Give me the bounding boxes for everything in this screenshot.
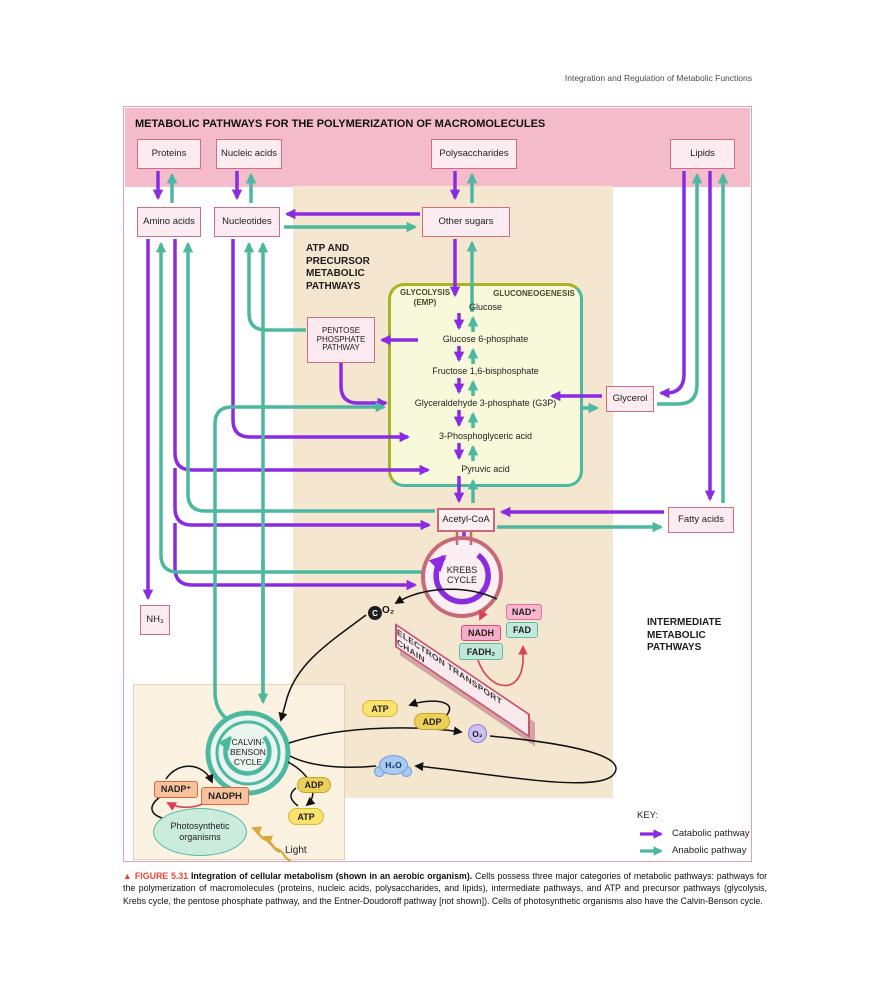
figure-caption: ▲ FIGURE 5.31 Integration of cellular me… [123, 870, 767, 907]
caption-figure-number: ▲ FIGURE 5.31 [123, 871, 189, 881]
page-header: Integration and Regulation of Metabolic … [564, 73, 752, 83]
label-photosynthetic-organisms: Photosynthetic organisms [170, 821, 230, 842]
chip-o2: O₂ [468, 724, 487, 743]
box-nh3: NH₃ [140, 605, 170, 635]
photosynthetic-organisms-ellipse: Photosynthetic organisms [153, 808, 247, 856]
chip-adp-calvin: ADP [297, 777, 331, 793]
metabolite-g6p: Glucose 6-phosphate [442, 334, 529, 344]
banner-title: METABOLIC PATHWAYS FOR THE POLYMERIZATIO… [135, 118, 546, 130]
label-nadh: NADH [468, 628, 494, 638]
caption-body: Cells possess three major categories of … [123, 871, 768, 906]
key-catabolic-label: Catabolic pathway [672, 828, 750, 839]
krebs-cycle-ring [421, 531, 503, 618]
metabolite-3pg: 3-Phosphoglyceric acid [438, 431, 533, 441]
black-connectors [151, 588, 617, 819]
label-o2: O₂ [472, 728, 483, 739]
caption-title: Integration of cellular metabolism (show… [190, 871, 473, 881]
label-adp-calvin: ADP [304, 780, 324, 790]
chip-h2o: H₂O [379, 755, 408, 775]
chip-atp-calvin: ATP [288, 808, 324, 825]
label-fatty-acids: Fatty acids [678, 513, 724, 525]
co2-carbon-icon: C [368, 606, 382, 620]
metabolite-pyruvic: Pyruvic acid [461, 464, 510, 474]
chip-atp-etc: ATP [362, 700, 398, 717]
metabolite-f16bp: Fructose 1,6-bisphosphate [432, 366, 539, 376]
label-ppp: PENTOSE PHOSPHATE PATHWAY [316, 325, 366, 353]
intermediate-label: INTERMEDIATE METABOLIC PATHWAYS [647, 617, 722, 653]
atp-precursor-label: ATP AND PRECURSOR METABOLIC PATHWAYS [306, 243, 370, 292]
glycolysis-title: GLYCOLYSIS (EMP) [399, 288, 451, 307]
label-nadph: NADPH [208, 790, 242, 802]
label-amino-acids: Amino acids [143, 215, 195, 227]
calvin-label: CALVIN- BENSON CYCLE [230, 737, 266, 767]
co2-label: O₂ [382, 605, 395, 616]
box-other-sugars: Other sugars [422, 207, 510, 237]
chip-nad: NAD⁺ [506, 604, 542, 620]
light-arrows [251, 826, 292, 863]
label-other-sugars: Other sugars [438, 215, 494, 227]
chip-fad: FAD [506, 622, 538, 638]
label-glycerol: Glycerol [612, 392, 648, 404]
box-lipids: Lipids [670, 139, 735, 169]
label-lipids: Lipids [690, 147, 715, 159]
box-pentose-phosphate: PENTOSE PHOSPHATE PATHWAY [307, 317, 375, 363]
key-title: KEY: [637, 810, 659, 821]
label-nucleotides: Nucleotides [222, 215, 272, 227]
chip-adp-etc: ADP [414, 713, 450, 730]
co2-c-label: C [372, 608, 378, 618]
label-h2o: H₂O [385, 760, 402, 770]
box-fatty-acids: Fatty acids [668, 507, 734, 533]
label-nh3: NH₃ [146, 613, 164, 625]
box-acetyl-coa: Acetyl-CoA [437, 508, 495, 532]
light-label: Light [285, 845, 307, 856]
label-acetyl-coa: Acetyl-CoA [442, 513, 490, 525]
gluconeogenesis-title: GLUCONEOGENESIS [493, 289, 575, 298]
box-amino-acids: Amino acids [137, 207, 201, 237]
chip-nadph: NADPH [201, 787, 249, 805]
glycolysis-box [388, 283, 583, 487]
box-nucleic-acids: Nucleic acids [216, 139, 282, 169]
metabolite-glucose: Glucose [468, 302, 503, 312]
box-nucleotides: Nucleotides [214, 207, 280, 237]
label-atp-calvin: ATP [297, 811, 315, 822]
chip-nadp: NADP⁺ [154, 781, 198, 798]
label-proteins: Proteins [151, 147, 187, 159]
label-fadh2: FADH₂ [466, 646, 496, 657]
key-anabolic-label: Anabolic pathway [672, 845, 747, 856]
label-polysaccharides: Polysaccharides [439, 147, 509, 159]
label-atp-etc: ATP [371, 703, 389, 714]
box-glycerol: Glycerol [606, 386, 654, 412]
label-nucleic-acids: Nucleic acids [221, 147, 277, 159]
label-fad: FAD [513, 625, 531, 635]
label-nad: NAD⁺ [511, 606, 537, 617]
chip-nadh: NADH [461, 625, 501, 641]
box-proteins: Proteins [137, 139, 201, 169]
label-nadp: NADP⁺ [160, 784, 192, 794]
krebs-label: KREBS CYCLE [446, 565, 478, 585]
chip-fadh2: FADH₂ [459, 643, 503, 660]
label-adp-etc: ADP [422, 716, 442, 727]
box-polysaccharides: Polysaccharides [431, 139, 517, 169]
metabolite-g3p: Glyceraldehyde 3-phosphate (G3P) [414, 398, 557, 408]
anabolic-paths [155, 172, 729, 856]
